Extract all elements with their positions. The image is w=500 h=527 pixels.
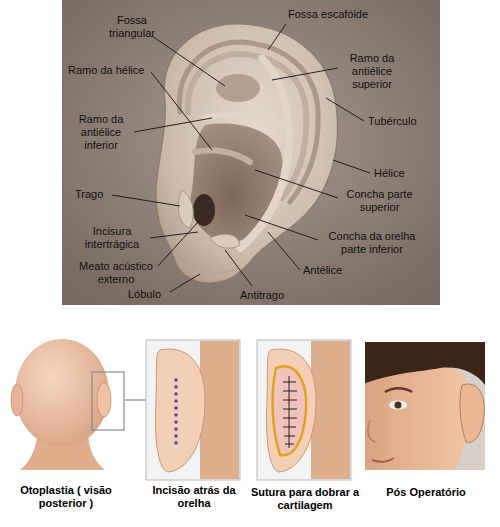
panel-background [62, 0, 440, 305]
leader-line [268, 24, 286, 50]
part-label: Tubérculo [368, 115, 433, 128]
head-skin [200, 341, 239, 479]
cartilage [273, 366, 307, 455]
triangular-fossa [216, 74, 260, 102]
nose [368, 420, 376, 442]
leader-line [158, 222, 198, 266]
leader-line [225, 250, 252, 286]
leader-lines [112, 24, 370, 292]
part-label: Ramo da antiélice superior [343, 52, 401, 91]
leader-line [134, 118, 212, 132]
leader-line [255, 170, 338, 198]
ear-illustration [156, 24, 338, 283]
ear [11, 384, 23, 416]
hair [365, 342, 485, 385]
leader-line [268, 232, 300, 270]
lobule-shade [190, 262, 238, 272]
eye [389, 401, 407, 410]
zoom-line [124, 399, 146, 400]
mouth [372, 458, 394, 462]
ear-outline [156, 24, 338, 283]
part-label: Meato acústico externo [74, 260, 158, 286]
part-label: Hélice [374, 167, 424, 180]
leader-line [245, 215, 318, 240]
tragus [178, 190, 193, 228]
part-label: Ramo da antiélice inferior [70, 113, 132, 152]
leader-line [152, 36, 225, 86]
part-label: Trago [75, 188, 115, 201]
ear-back [267, 349, 317, 472]
panel-frame [257, 340, 351, 480]
ear-back [156, 349, 206, 472]
part-label: Ramo da hélice [68, 64, 158, 77]
leader-line [272, 68, 338, 80]
leader-line [326, 98, 364, 121]
part-label: Antitrago [240, 289, 302, 302]
suture-panel [257, 340, 351, 480]
part-label: Lóbulo [128, 288, 173, 301]
ear [97, 383, 111, 417]
antihelix-inferior-crus [205, 115, 284, 126]
leader-line [112, 195, 180, 206]
eyebrow [385, 388, 412, 392]
leader-line [150, 232, 198, 238]
step-caption: Incisão atrás da orelha [146, 484, 242, 510]
helix-crus [195, 150, 250, 162]
step-caption: Sutura para dobrar a cartilagem [248, 486, 362, 512]
part-label: Antélice [303, 264, 358, 277]
antitragus [210, 234, 240, 248]
step-caption: Otoplastia ( visão posterior ) [8, 484, 124, 510]
iris [395, 402, 402, 409]
part-label: Fossa triangular [103, 14, 161, 40]
leader-line [170, 274, 200, 292]
incision-dots [174, 378, 177, 444]
incision-panel [146, 340, 240, 480]
part-label: Fossa escafóide [288, 8, 398, 21]
leader-line [151, 72, 212, 150]
head [15, 339, 109, 447]
leader-line [333, 160, 370, 173]
ear-canal [193, 194, 215, 226]
ear [460, 384, 484, 442]
antihelix [240, 130, 289, 248]
head-posterior-view [11, 339, 146, 470]
part-label: Incisura intertrágica [76, 225, 148, 251]
part-label: Concha parte superior [342, 188, 417, 214]
concha [190, 124, 283, 243]
head-skin [311, 341, 350, 479]
panel-frame [146, 340, 240, 480]
post-op-photo [365, 342, 485, 470]
step-caption: Pós Operatório [368, 486, 484, 499]
zoom-box [92, 372, 124, 430]
part-label: Concha da orelha parte inferior [322, 230, 422, 256]
suture-marks [283, 376, 297, 448]
